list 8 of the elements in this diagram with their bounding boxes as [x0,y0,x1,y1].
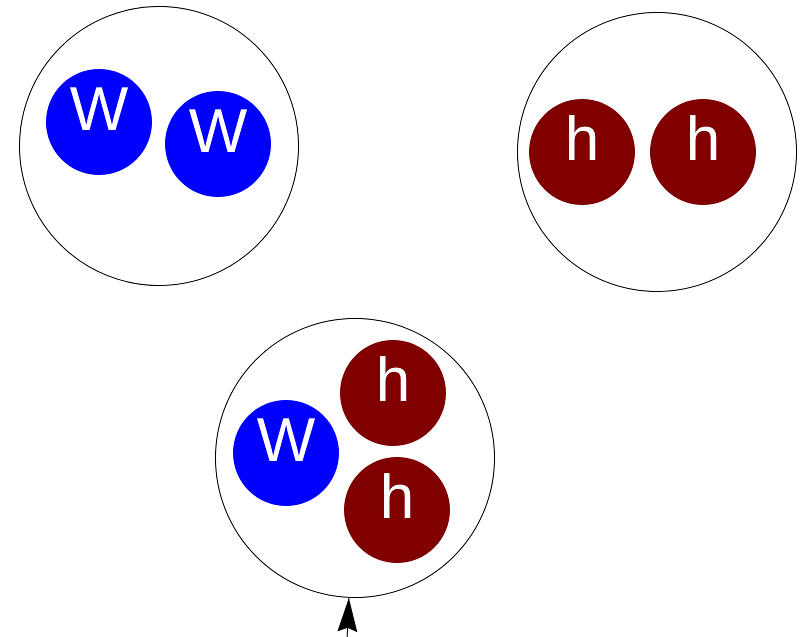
arrow [337,597,358,637]
particle-label: h [686,109,720,171]
particle-label: W [256,410,316,472]
particle-label: W [70,79,128,141]
particle-label: h [564,109,600,171]
particle-label: W [188,101,248,163]
particle-label: h [376,350,410,412]
particle-label: h [380,467,414,529]
